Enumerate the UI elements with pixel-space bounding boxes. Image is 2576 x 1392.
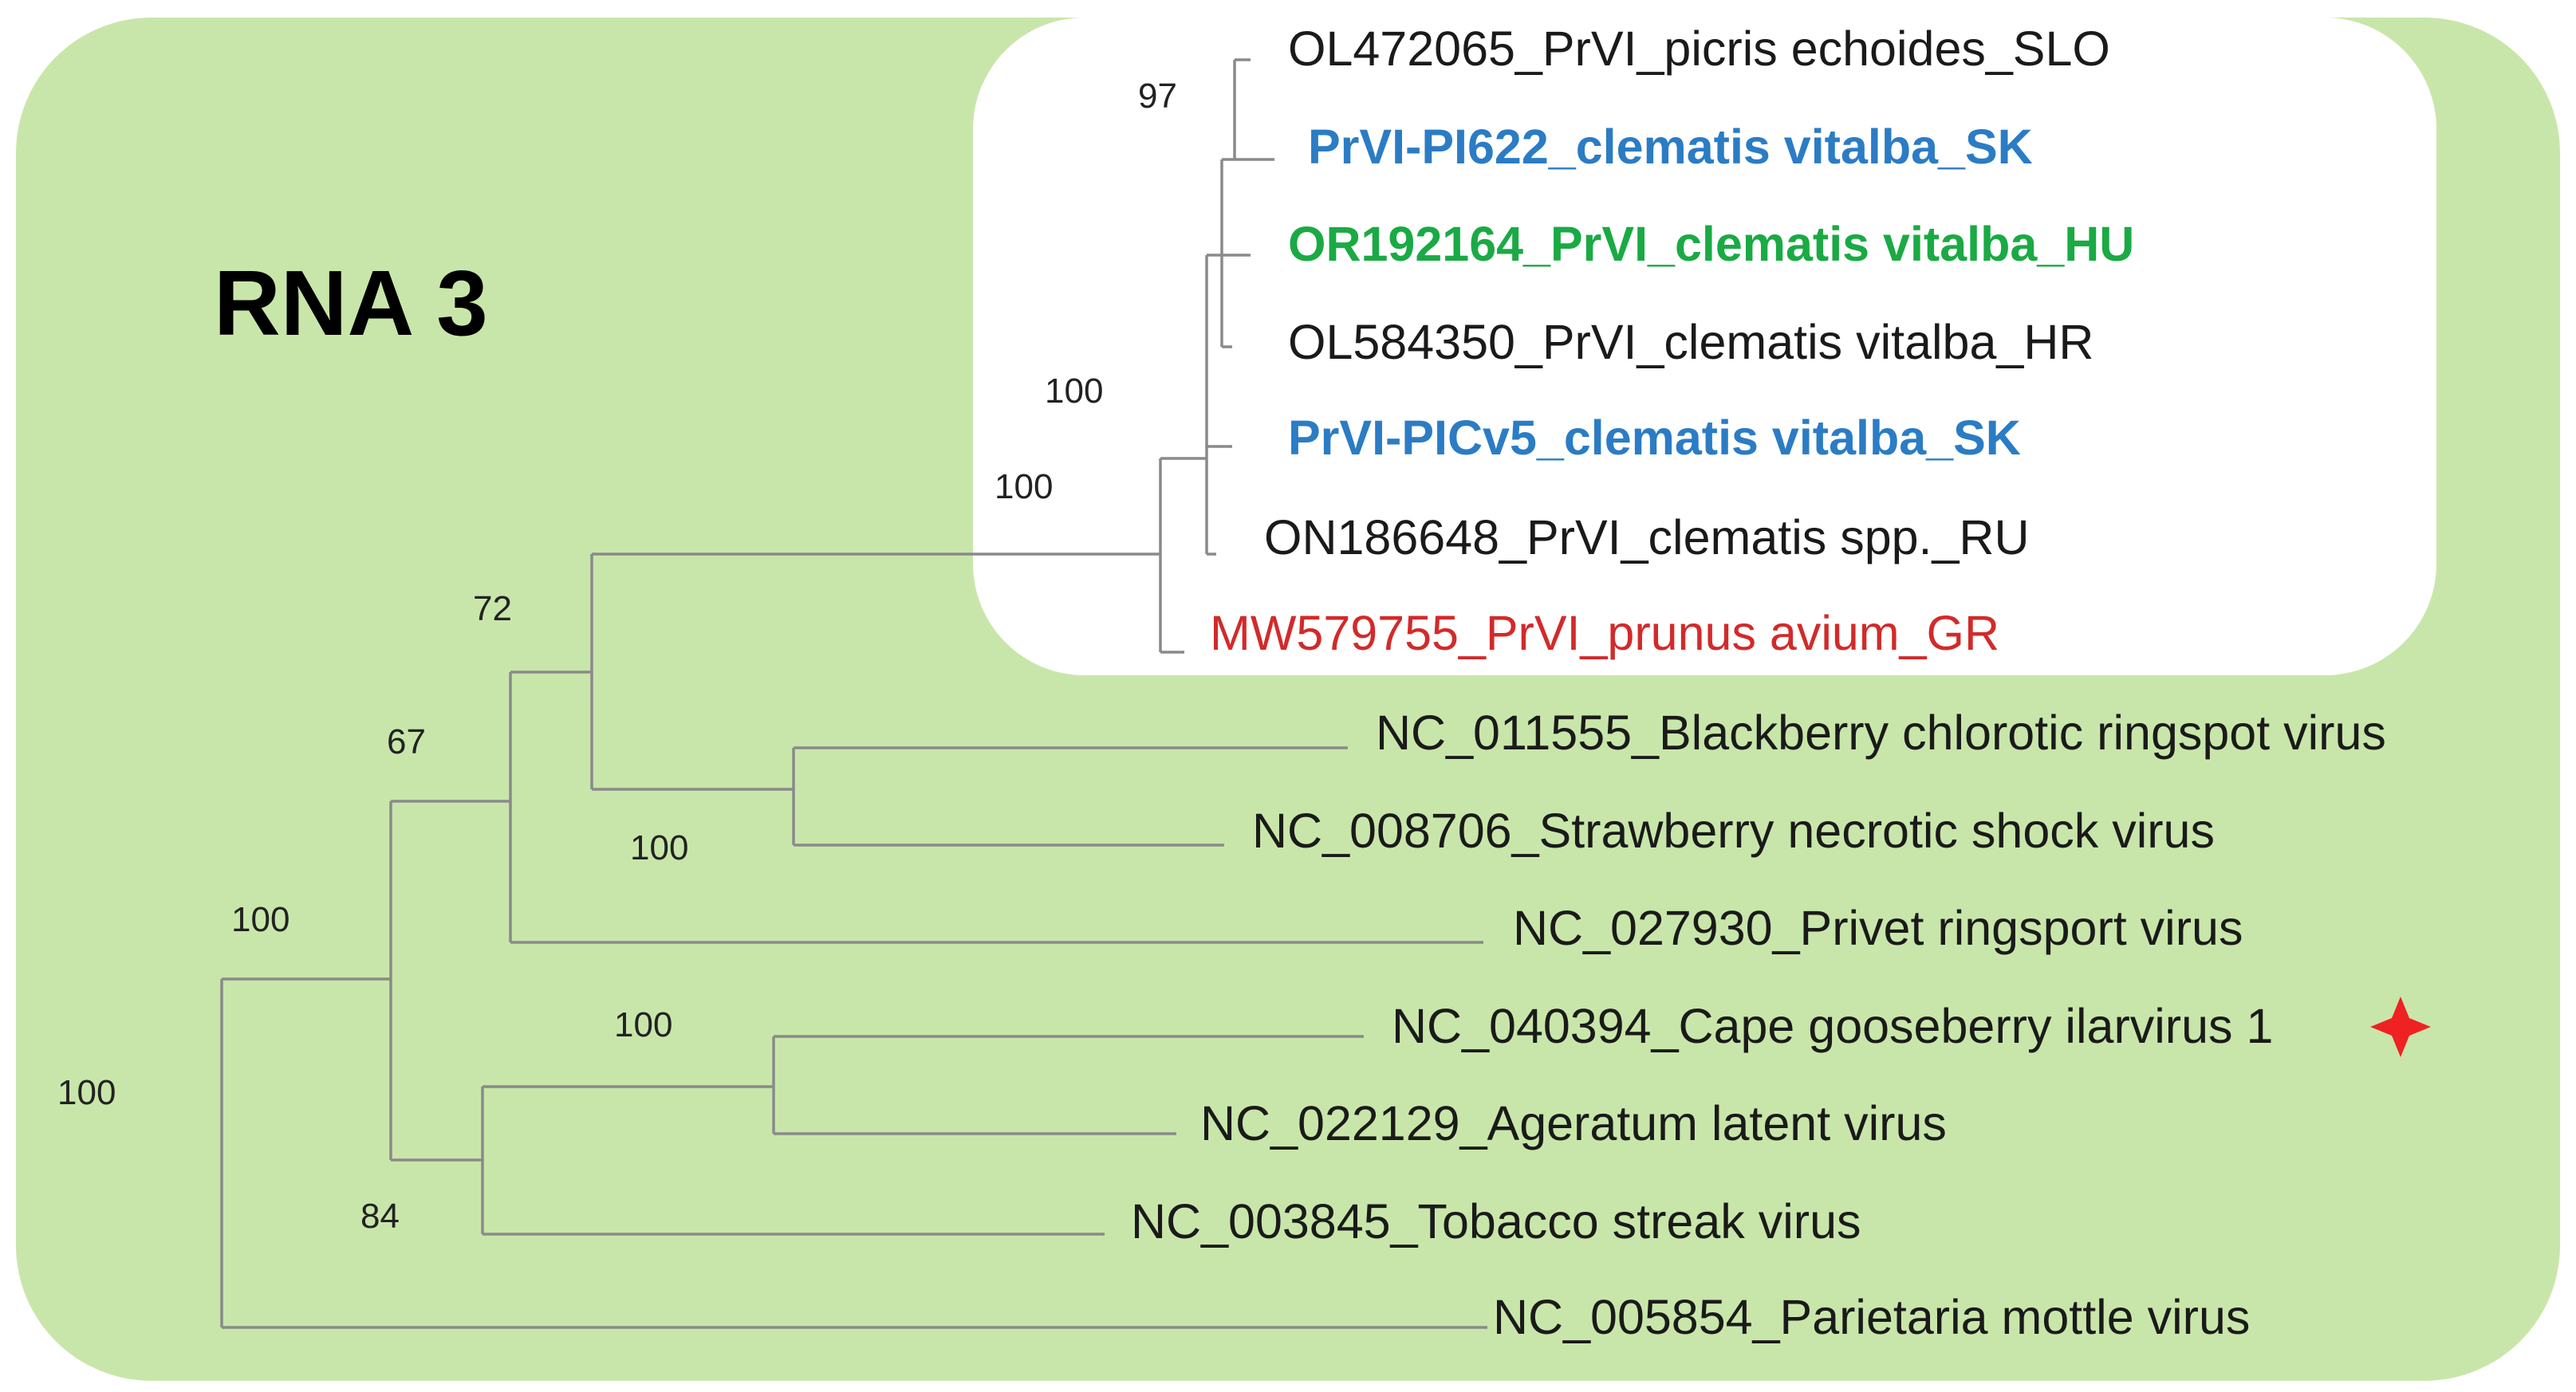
leaf-label: NC_005854_Parietaria mottle virus bbox=[1493, 1290, 2250, 1344]
leaf-label: OR192164_PrVI_clematis vitalba_HU bbox=[1288, 217, 2134, 271]
leaf-label: PrVI-PI622_clematis vitalba_SK bbox=[1308, 120, 2033, 174]
leaf-label: NC_011555_Blackberry chlorotic ringspot … bbox=[1376, 706, 2386, 760]
branch-picris-pi622 bbox=[1233, 58, 1274, 161]
bootstrap-value: 100 bbox=[995, 467, 1053, 506]
bootstrap-value: 97 bbox=[1138, 77, 1177, 116]
branch-tobacco-group bbox=[481, 1085, 1105, 1236]
branch-node-72 bbox=[590, 552, 1160, 791]
prvi-clade-inset bbox=[973, 18, 2436, 675]
branch-root bbox=[220, 977, 1487, 1329]
leaf-label: OL584350_PrVI_clematis vitalba_HR bbox=[1288, 315, 2093, 369]
branch-node-67 bbox=[509, 670, 1483, 944]
leaf-label: ON186648_PrVI_clematis spp._RU bbox=[1264, 510, 2030, 564]
branch-picris-clade bbox=[1220, 158, 1235, 348]
bootstrap-value: 100 bbox=[614, 1005, 672, 1044]
leaf-labels: OL472065_PrVI_picris echoides_SLO PrVI-P… bbox=[1131, 22, 2386, 1344]
leaf-label: PrVI-PICv5_clematis vitalba_SK bbox=[1288, 411, 2021, 465]
bootstrap-values: 97 100 100 72 67 100 100 100 100 84 bbox=[57, 77, 1177, 1236]
branch-upper-split bbox=[389, 800, 510, 1162]
bootstrap-value: 100 bbox=[1045, 372, 1103, 411]
leaf-label: NC_022129_Ageratum latent virus bbox=[1200, 1096, 1947, 1150]
bootstrap-value: 100 bbox=[231, 900, 290, 939]
leaf-label: NC_003845_Tobacco streak virus bbox=[1131, 1194, 1861, 1248]
leaf-label: MW579755_PrVI_prunus avium_GR bbox=[1210, 606, 1999, 660]
branch-prvi-clade bbox=[1159, 457, 1207, 654]
bootstrap-value: 84 bbox=[360, 1197, 400, 1236]
branch-clematis-clade bbox=[1205, 254, 1232, 556]
leaf-label: NC_008706_Strawberry necrotic shock viru… bbox=[1252, 804, 2215, 858]
leaf-label: NC_040394_Cape gooseberry ilarvirus 1 bbox=[1392, 999, 2273, 1053]
red-star-icon bbox=[2370, 997, 2431, 1057]
bootstrap-value: 67 bbox=[387, 722, 426, 761]
tree-branches bbox=[220, 58, 1487, 1329]
leaf-label: OL472065_PrVI_picris echoides_SLO bbox=[1288, 22, 2110, 76]
bootstrap-value: 100 bbox=[57, 1073, 116, 1112]
branch-blackberry-strawberry bbox=[792, 746, 1348, 847]
bootstrap-value: 72 bbox=[473, 589, 512, 628]
panel-title: RNA 3 bbox=[214, 251, 488, 355]
branch-cape-ageratum bbox=[772, 1035, 1364, 1135]
leaf-label: NC_027930_Privet ringsport virus bbox=[1513, 901, 2243, 955]
bootstrap-value: 100 bbox=[630, 828, 688, 867]
